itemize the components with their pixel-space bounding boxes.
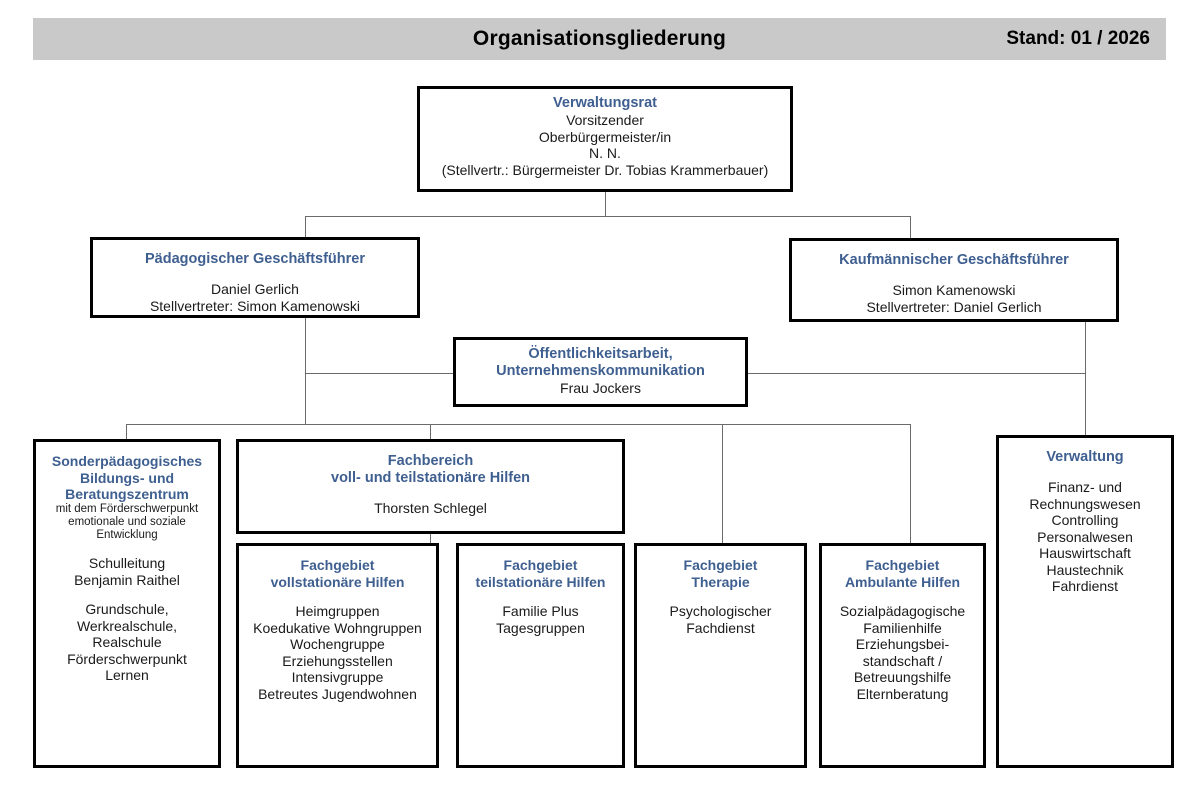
verwaltungsrat-line4: (Stellvertr.: Bürgermeister Dr. Tobias K… [441,161,769,178]
fg-ambulant-item: Sozialpädagogische [839,603,966,620]
fg-voll-item: Betreutes Jugendwohnen [258,685,417,702]
stand-date: Stand: 01 / 2026 [1006,28,1150,49]
box-fachbereich[interactable]: Fachbereich voll- und teilstationäre Hil… [236,439,625,534]
fg-voll-item: Heimgruppen [295,603,380,620]
fg-voll-title-line2: vollstationäre Hilfen [270,573,405,590]
verwaltung-item: Rechnungswesen [1029,495,1141,512]
fachbereich-line1: Thorsten Schlegel [374,500,487,517]
connector-drop-paed-gf [305,216,306,238]
connector-paed-gf-down [305,318,306,424]
sbbz-sub-line1: mit dem Förderschwerpunkt [55,502,199,515]
sbbz-sub-line2: emotionale und soziale [68,515,186,528]
kaufm-gf-line1: Simon Kamenowski [892,282,1016,299]
fg-teil-item: Tagesgruppen [496,619,585,636]
sbbz-title-line3: Beratungszentrum [65,486,189,503]
fg-ambulant-item: Betreuungshilfe [853,669,952,686]
fg-ambulant-item: Familienhilfe [863,619,942,636]
fg-therapie-item: Psychologischer [669,603,772,620]
fg-therapie-title-line2: Therapie [691,573,750,590]
connector-fachbereich-down [430,534,431,543]
connector-drop-fg-ambulant [910,424,911,543]
fg-therapie-item: Fachdienst [686,619,755,636]
box-oeffentlichkeitsarbeit[interactable]: Öffentlichkeitsarbeit, Unternehmenskommu… [453,337,748,407]
fachbereich-title-line2: voll- und teilstationäre Hilfen [331,470,530,487]
fg-ambulant-item: standschaft / [862,652,943,669]
sbbz-line1: Schulleitung [88,555,166,572]
sbbz-sub-line3: Entwicklung [96,528,158,541]
page-title: Organisationsgliederung [472,27,727,50]
fg-voll-item: Intensivgruppe [291,669,384,686]
verwaltungsrat-line3: N. N. [589,145,621,162]
verwaltungsrat-line1: Vorsitzender [566,112,644,129]
verwaltung-item: Personalwesen [1037,528,1133,545]
paed-gf-line2: Stellvertreter: Simon Kamenowski [149,297,361,314]
sbbz-line7: Lernen [105,667,149,684]
verwaltung-item: Controlling [1051,512,1119,529]
fg-ambulant-title-line2: Ambulante Hilfen [844,573,961,590]
verwaltung-title: Verwaltung [1046,449,1124,465]
fg-ambulant-item: Elternberatung [856,685,949,702]
paed-gf-line1: Daniel Gerlich [211,281,299,298]
fg-voll-item: Wochengruppe [290,636,385,653]
box-kaufmaennischer-geschaeftsfuehrer[interactable]: Kaufmännischer Geschäftsführer Simon Kam… [789,238,1119,322]
box-fachgebiet-ambulante-hilfen[interactable]: Fachgebiet Ambulante Hilfen Sozialpädago… [819,543,986,768]
sbbz-line3: Grundschule, [85,601,169,618]
box-fachgebiet-teilstationaere-hilfen[interactable]: Fachgebiet teilstationäre Hilfen Familie… [456,543,625,768]
fg-therapie-title-line1: Fachgebiet [683,557,758,573]
fg-teil-item: Familie Plus [502,603,579,620]
kaufm-gf-line2: Stellvertreter: Daniel Gerlich [866,298,1042,315]
oeff-line1: Frau Jockers [560,380,641,397]
fg-teil-title-line2: teilstationäre Hilfen [475,573,606,590]
box-fachgebiet-vollstationaere-hilfen[interactable]: Fachgebiet vollstationäre Hilfen Heimgru… [236,543,439,768]
connector-drop-sbbz [126,424,127,439]
fg-ambulant-item: Erziehungsbei- [855,636,950,653]
sbbz-line5: Realschule [92,634,162,651]
connector-vr-bus [305,216,911,217]
connector-drop-kaufm-gf [910,216,911,238]
box-fachgebiet-therapie[interactable]: Fachgebiet Therapie Psychologischer Fach… [634,543,807,768]
verwaltung-item: Haustechnik [1046,561,1124,578]
oeff-title-line2: Unternehmenskommunikation [496,363,705,380]
verwaltung-item: Hauswirtschaft [1039,545,1131,562]
kaufm-gf-title: Kaufmännischer Geschäftsführer [839,252,1069,268]
verwaltungsrat-line2: Oberbürgermeister/in [538,128,672,145]
connector-drop-fg-therapie [722,424,723,543]
fg-voll-title-line1: Fachgebiet [300,557,375,573]
fg-ambulant-title-line1: Fachgebiet [865,557,940,573]
box-verwaltung[interactable]: Verwaltung Finanz- und Rechnungswesen Co… [996,435,1174,768]
connector-vr-down [605,191,606,216]
connector-oeff-right [748,373,1085,374]
fg-teil-title-line1: Fachgebiet [503,557,578,573]
fg-voll-item: Erziehungsstellen [282,652,393,669]
box-sbbz[interactable]: Sonderpädagogisches Bildungs- und Beratu… [33,439,221,768]
sbbz-title-line2: Bildungs- und [79,469,175,486]
sbbz-title-line1: Sonderpädagogisches [51,453,203,469]
connector-lower-bus [126,424,911,425]
sbbz-line2: Benjamin Raithel [74,571,180,588]
connector-oeff-left [305,373,453,374]
fachbereich-title-line1: Fachbereich [387,453,474,469]
verwaltung-item: Finanz- und [1048,479,1122,496]
fg-voll-item: Koedukative Wohngruppen [253,619,422,636]
box-verwaltungsrat[interactable]: Verwaltungsrat Vorsitzender Oberbürgerme… [417,86,793,192]
verwaltung-item: Fahrdienst [1051,578,1119,595]
sbbz-line6: Förderschwerpunkt [67,650,187,667]
oeff-title-line1: Öffentlichkeitsarbeit, [528,346,673,362]
connector-drop-fachbereich [430,424,431,439]
paed-gf-title: Pädagogischer Geschäftsführer [145,251,365,267]
box-paedagogischer-geschaeftsfuehrer[interactable]: Pädagogischer Geschäftsführer Daniel Ger… [90,237,420,318]
title-bar: Organisationsgliederung Stand: 01 / 2026 [33,18,1166,60]
connector-kaufm-gf-down [1085,322,1086,435]
verwaltungsrat-title: Verwaltungsrat [553,95,657,111]
sbbz-line4: Werkrealschule, [76,617,178,634]
